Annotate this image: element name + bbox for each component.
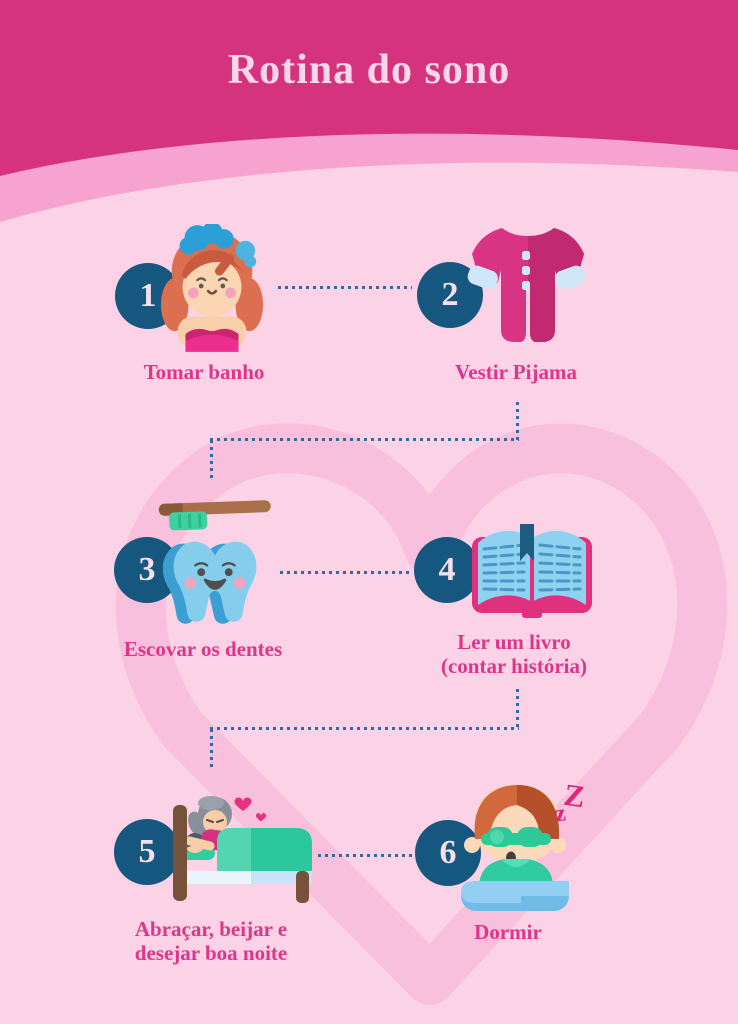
- connector-2-3-down: [516, 402, 519, 440]
- tucking-into-bed-icon: [173, 796, 312, 903]
- toothbrush-icon: [158, 500, 271, 531]
- step-1-label: Tomar banho: [143, 360, 265, 384]
- connector-2-3-across: [210, 438, 519, 441]
- connector-4-5-across: [210, 727, 519, 730]
- child-bathing-icon: [160, 224, 264, 352]
- step-4-label: Ler um livro (contar história): [440, 630, 587, 678]
- connector-2-3-drop: [210, 440, 213, 480]
- step-4-number-badge: 4: [414, 537, 480, 603]
- connector-3-4: [280, 571, 412, 574]
- step-6-label: Dormir: [474, 920, 542, 944]
- step-3-label: Escovar os dentes: [123, 637, 283, 661]
- pajamas-icon: [467, 228, 586, 342]
- connector-4-5-down: [516, 689, 519, 728]
- connector-4-5-drop: [210, 729, 213, 768]
- happy-tooth-icon: [162, 541, 257, 624]
- page-title: Rotina do sono: [227, 47, 511, 93]
- open-book-icon: [472, 524, 592, 618]
- connector-5-6: [318, 854, 414, 857]
- connector-1-2: [278, 286, 412, 289]
- step-5-label: Abraçar, beijar e desejar boa noite: [134, 917, 288, 965]
- header-curve: [0, 0, 738, 222]
- step-5-number-badge: 5: [114, 819, 180, 885]
- sleeping-child-icon: [461, 785, 569, 911]
- step-6-number-badge: 6: [415, 820, 481, 886]
- step-2-label: Vestir Pijama: [455, 360, 577, 384]
